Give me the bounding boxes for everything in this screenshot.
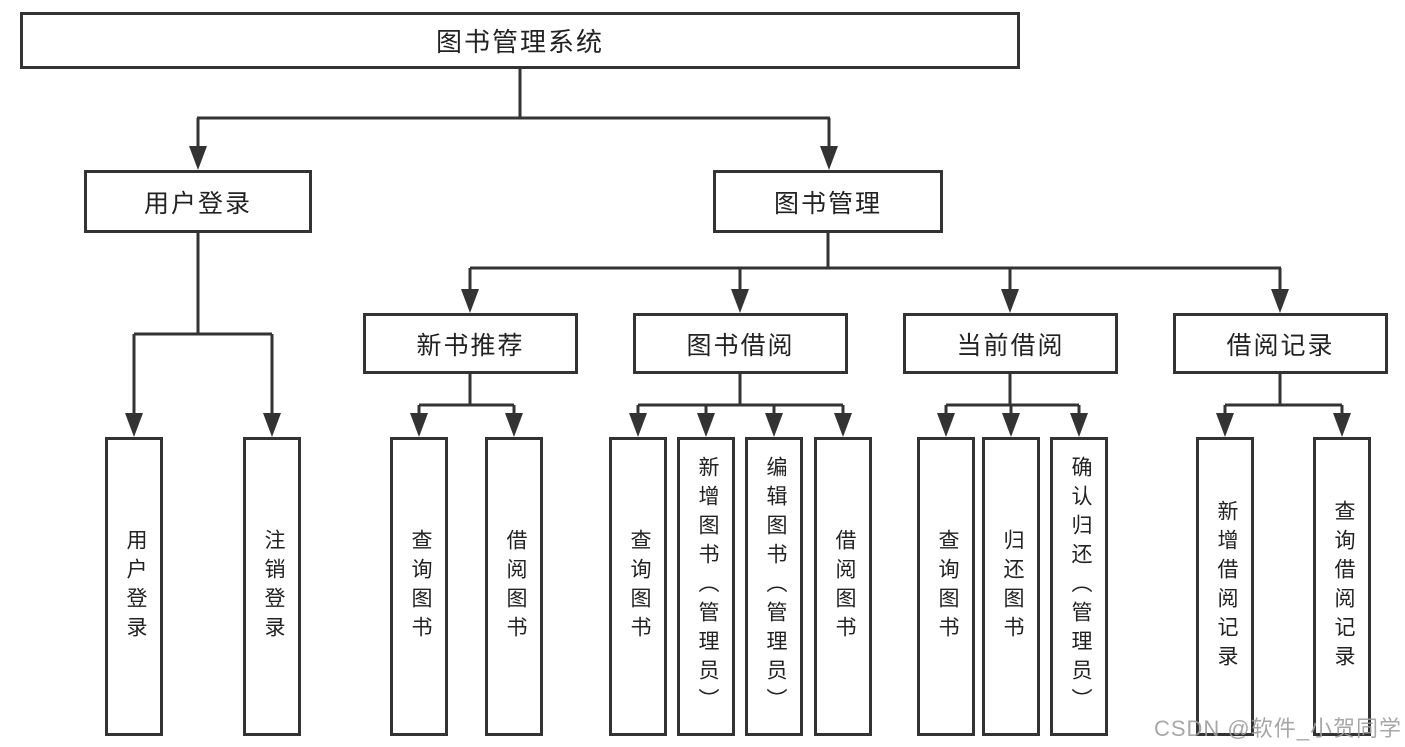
- node-borrow-records: 借阅记录: [1173, 313, 1388, 374]
- arrow-down-icon: [629, 413, 647, 437]
- arrow-down-icon: [461, 289, 479, 313]
- node-user-login: 用户登录: [84, 170, 312, 233]
- leaf-borrow-edit-books-admin: 编辑图书（管理员）: [745, 437, 803, 736]
- edges-borrow-records: [1216, 374, 1351, 437]
- node-root: 图书管理系统: [20, 12, 1020, 69]
- arrow-down-icon: [1333, 413, 1351, 437]
- leaf-recommend-borrow-books: 借阅图书: [485, 437, 543, 736]
- arrow-down-icon: [1070, 413, 1088, 437]
- connector-line: [417, 374, 516, 417]
- arrow-down-icon: [263, 413, 281, 437]
- connector-line: [468, 233, 1282, 291]
- edges-book-borrow: [629, 374, 852, 437]
- arrow-down-icon: [410, 413, 428, 437]
- connector-line: [132, 233, 274, 417]
- node-book-borrow: 图书借阅: [633, 313, 848, 374]
- edges-root: [189, 69, 838, 170]
- arrow-down-icon: [937, 413, 955, 437]
- edges-current-borrow: [937, 374, 1088, 437]
- leaf-records-add-record: 新增借阅记录: [1196, 437, 1254, 736]
- connector-line: [636, 374, 845, 417]
- node-new-book-recommend: 新书推荐: [363, 313, 578, 374]
- leaf-records-query-record: 查询借阅记录: [1313, 437, 1371, 736]
- connector-line: [1223, 374, 1344, 417]
- node-current-borrow: 当前借阅: [903, 313, 1118, 374]
- leaf-current-return-books: 归还图书: [982, 437, 1040, 736]
- arrow-down-icon: [834, 413, 852, 437]
- arrow-down-icon: [1216, 413, 1234, 437]
- arrow-down-icon: [820, 146, 838, 170]
- watermark: CSDN @软件_小贺同学: [1153, 716, 1402, 741]
- leaf-recommend-query-books: 查询图书: [390, 437, 448, 736]
- arrow-down-icon: [505, 413, 523, 437]
- arrow-down-icon: [125, 413, 143, 437]
- edges-user-login: [125, 233, 281, 437]
- arrow-down-icon: [1002, 413, 1020, 437]
- arrow-down-icon: [189, 146, 207, 170]
- leaf-borrow-borrow-books: 借阅图书: [814, 437, 872, 736]
- arrow-down-icon: [697, 413, 715, 437]
- edges-new-book-recommend: [410, 374, 523, 437]
- connector-line: [944, 374, 1081, 417]
- leaf-current-query-books: 查询图书: [917, 437, 975, 736]
- connector-line: [196, 69, 831, 150]
- arrow-down-icon: [765, 413, 783, 437]
- edges-book-management: [461, 233, 1289, 313]
- arrow-down-icon: [1271, 289, 1289, 313]
- leaf-user-login: 用户登录: [105, 437, 163, 736]
- arrow-down-icon: [731, 289, 749, 313]
- leaf-current-confirm-return-admin: 确认归还（管理员）: [1050, 437, 1108, 736]
- leaf-borrow-query-books: 查询图书: [609, 437, 667, 736]
- node-book-management: 图书管理: [713, 170, 943, 233]
- leaf-logout: 注销登录: [243, 437, 301, 736]
- leaf-borrow-add-books-admin: 新增图书（管理员）: [677, 437, 735, 736]
- arrow-down-icon: [1001, 289, 1019, 313]
